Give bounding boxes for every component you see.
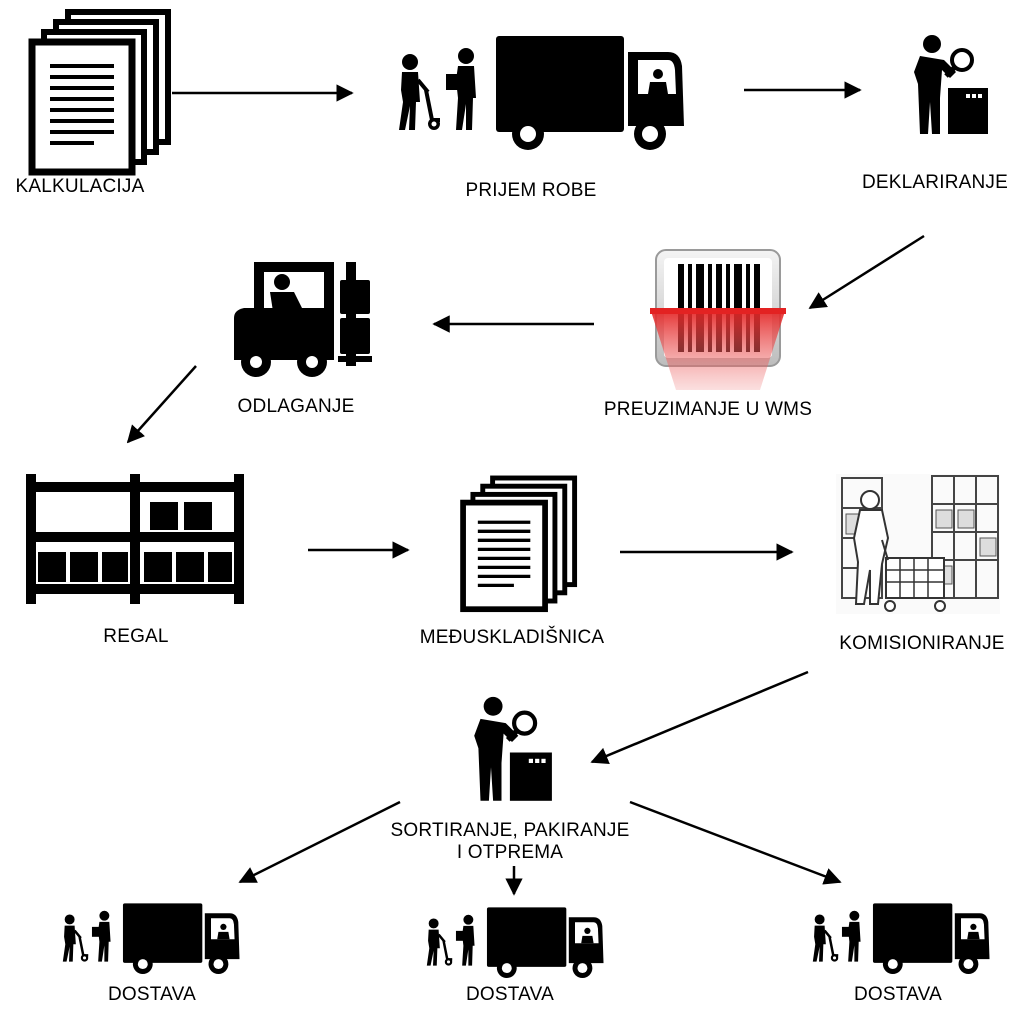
arrow-deklariranje-preuzimanje	[808, 234, 925, 310]
node-label-regal: REGAL	[103, 626, 169, 647]
delivery-truck-icon	[425, 906, 605, 980]
delivery-truck-icon	[397, 34, 686, 152]
rack-icon	[26, 474, 244, 604]
node-label-dostava-left: DOSTAVA	[108, 984, 196, 1005]
node-label-kalkulacija: KALKULACIJA	[15, 176, 145, 197]
delivery-truck-icon	[811, 902, 991, 976]
node-label-dostava-center: DOSTAVA	[466, 984, 554, 1005]
documents-icon	[463, 478, 575, 609]
inspector-icon	[474, 697, 552, 801]
arrow-sortiranje-dostava-right	[629, 800, 842, 885]
node-label-meduskladisnica: MEĐUSKLADIŠNICA	[419, 627, 605, 648]
node-label-sortiranje-line1: SORTIRANJE, PAKIRANJE	[390, 820, 630, 841]
arrow-odlaganje-regal	[126, 365, 197, 444]
delivery-truck-icon	[61, 902, 241, 976]
node-label-preuzimanje: PREUZIMANJE U WMS	[603, 399, 813, 420]
documents-icon	[32, 12, 168, 172]
arrow-komisioniranje-sortiranje	[590, 670, 809, 765]
node-label-komisioniranje: KOMISIONIRANJE	[839, 633, 1005, 654]
barcode-scanner-icon	[650, 249, 786, 390]
node-label-dostava-right: DOSTAVA	[854, 984, 942, 1005]
node-label-deklariranje: DEKLARIRANJE	[862, 172, 1008, 193]
forklift-icon	[234, 262, 372, 377]
warehouse-picker-icon	[836, 474, 1000, 614]
node-label-sortiranje-line2: I OTPREMA	[456, 842, 564, 863]
arrow-sortiranje-dostava-left	[238, 800, 401, 884]
inspector-icon	[914, 35, 988, 134]
node-label-prijem-robe: PRIJEM ROBE	[465, 180, 597, 201]
node-label-odlaganje: ODLAGANJE	[237, 396, 355, 417]
